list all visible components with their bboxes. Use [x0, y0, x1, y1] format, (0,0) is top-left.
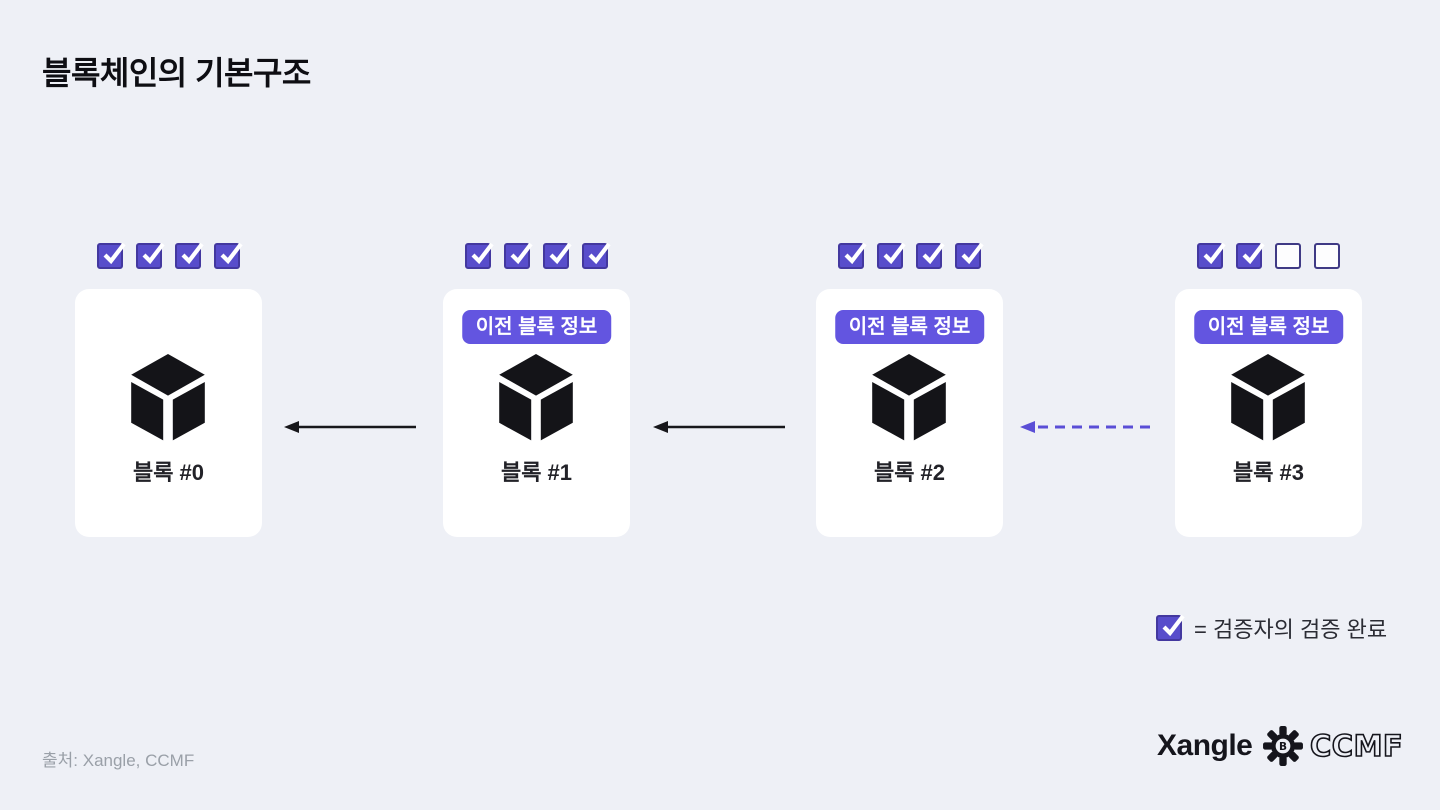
- previous-block-info-badge: 이전 블록 정보: [1193, 310, 1344, 344]
- checked-checkbox: [1236, 242, 1265, 269]
- block-cube-icon: [131, 354, 205, 441]
- checkmark-icon: [471, 242, 494, 265]
- checked-checkbox: [877, 242, 906, 269]
- block-label: 블록 #3: [1232, 460, 1305, 485]
- checkmark-icon: [1242, 242, 1265, 265]
- checked-checkbox: [582, 242, 611, 269]
- checked-checkbox: [916, 242, 945, 269]
- checkmark-icon: [922, 242, 945, 265]
- legend-text: = 검증자의 검증 완료: [1194, 617, 1388, 642]
- checkmark-icon: [588, 242, 611, 265]
- checked-checkbox: [214, 242, 243, 269]
- checkmark-icon: [142, 242, 165, 265]
- block-label: 블록 #0: [132, 460, 205, 485]
- legend: = 검증자의 검증 완료: [1156, 612, 1387, 644]
- previous-block-info-badge: 이전 블록 정보: [461, 310, 612, 344]
- block-group-3: 이전 블록 정보 블록 #3: [1175, 242, 1362, 537]
- svg-text:CCMF: CCMF: [1310, 729, 1403, 763]
- checked-checkbox: [838, 242, 867, 269]
- block-card-0: 블록 #0: [75, 289, 262, 537]
- block-cube-icon: [872, 354, 946, 441]
- checked-checkbox: [955, 242, 984, 269]
- checkmark-icon: [103, 242, 126, 265]
- validation-checkbox-row: [443, 242, 630, 269]
- previous-block-info-badge: 이전 블록 정보: [834, 310, 985, 344]
- checkmark-icon: [844, 242, 867, 265]
- block-card-2: 이전 블록 정보 블록 #2: [816, 289, 1003, 537]
- checkmark-icon: [181, 242, 204, 265]
- checkmark-icon: [1203, 242, 1226, 265]
- checkmark-icon: [1162, 614, 1185, 637]
- checked-checkbox: [1197, 242, 1226, 269]
- block-label: 블록 #1: [500, 460, 573, 485]
- gear-icon: B: [1263, 726, 1304, 766]
- block-cube-icon: [1231, 354, 1305, 441]
- block-cube-icon: [499, 354, 573, 441]
- checkmark-icon: [510, 242, 533, 265]
- validation-checkbox-row: [1175, 242, 1362, 269]
- block-card-1: 이전 블록 정보 블록 #1: [443, 289, 630, 537]
- unchecked-checkbox: [1314, 243, 1340, 269]
- dashed-left-arrow: [1020, 421, 1150, 433]
- checked-checkbox: [465, 242, 494, 269]
- block-group-2: 이전 블록 정보 블록 #2: [816, 242, 1003, 537]
- validation-checkbox-row: [75, 242, 262, 269]
- validation-checkbox-row: [816, 242, 1003, 269]
- svg-text:B: B: [1279, 741, 1287, 753]
- checkmark-icon: [961, 242, 984, 265]
- logo-row: Xangle B CCMF: [1157, 724, 1404, 768]
- block-group-0: 블록 #0: [75, 242, 262, 537]
- page-title: 블록체인의 기본구조: [42, 55, 311, 91]
- solid-left-arrow: [653, 421, 785, 433]
- block-card-3: 이전 블록 정보 블록 #3: [1175, 289, 1362, 537]
- checked-checkbox: [1156, 614, 1185, 641]
- solid-left-arrow: [284, 421, 416, 433]
- checked-checkbox: [543, 242, 572, 269]
- checkmark-icon: [549, 242, 572, 265]
- block-label: 블록 #2: [873, 460, 946, 485]
- checked-checkbox: [504, 242, 533, 269]
- checkmark-icon: [883, 242, 906, 265]
- checkmark-icon: [220, 242, 243, 265]
- block-group-1: 이전 블록 정보 블록 #1: [443, 242, 630, 537]
- xangle-logo: Xangle: [1157, 729, 1253, 762]
- checked-checkbox: [175, 242, 204, 269]
- ccmf-logo: CCMF: [1310, 728, 1404, 764]
- unchecked-checkbox: [1275, 243, 1301, 269]
- checked-checkbox: [97, 242, 126, 269]
- source-credit: 출처: Xangle, CCMF: [42, 751, 195, 770]
- checked-checkbox: [136, 242, 165, 269]
